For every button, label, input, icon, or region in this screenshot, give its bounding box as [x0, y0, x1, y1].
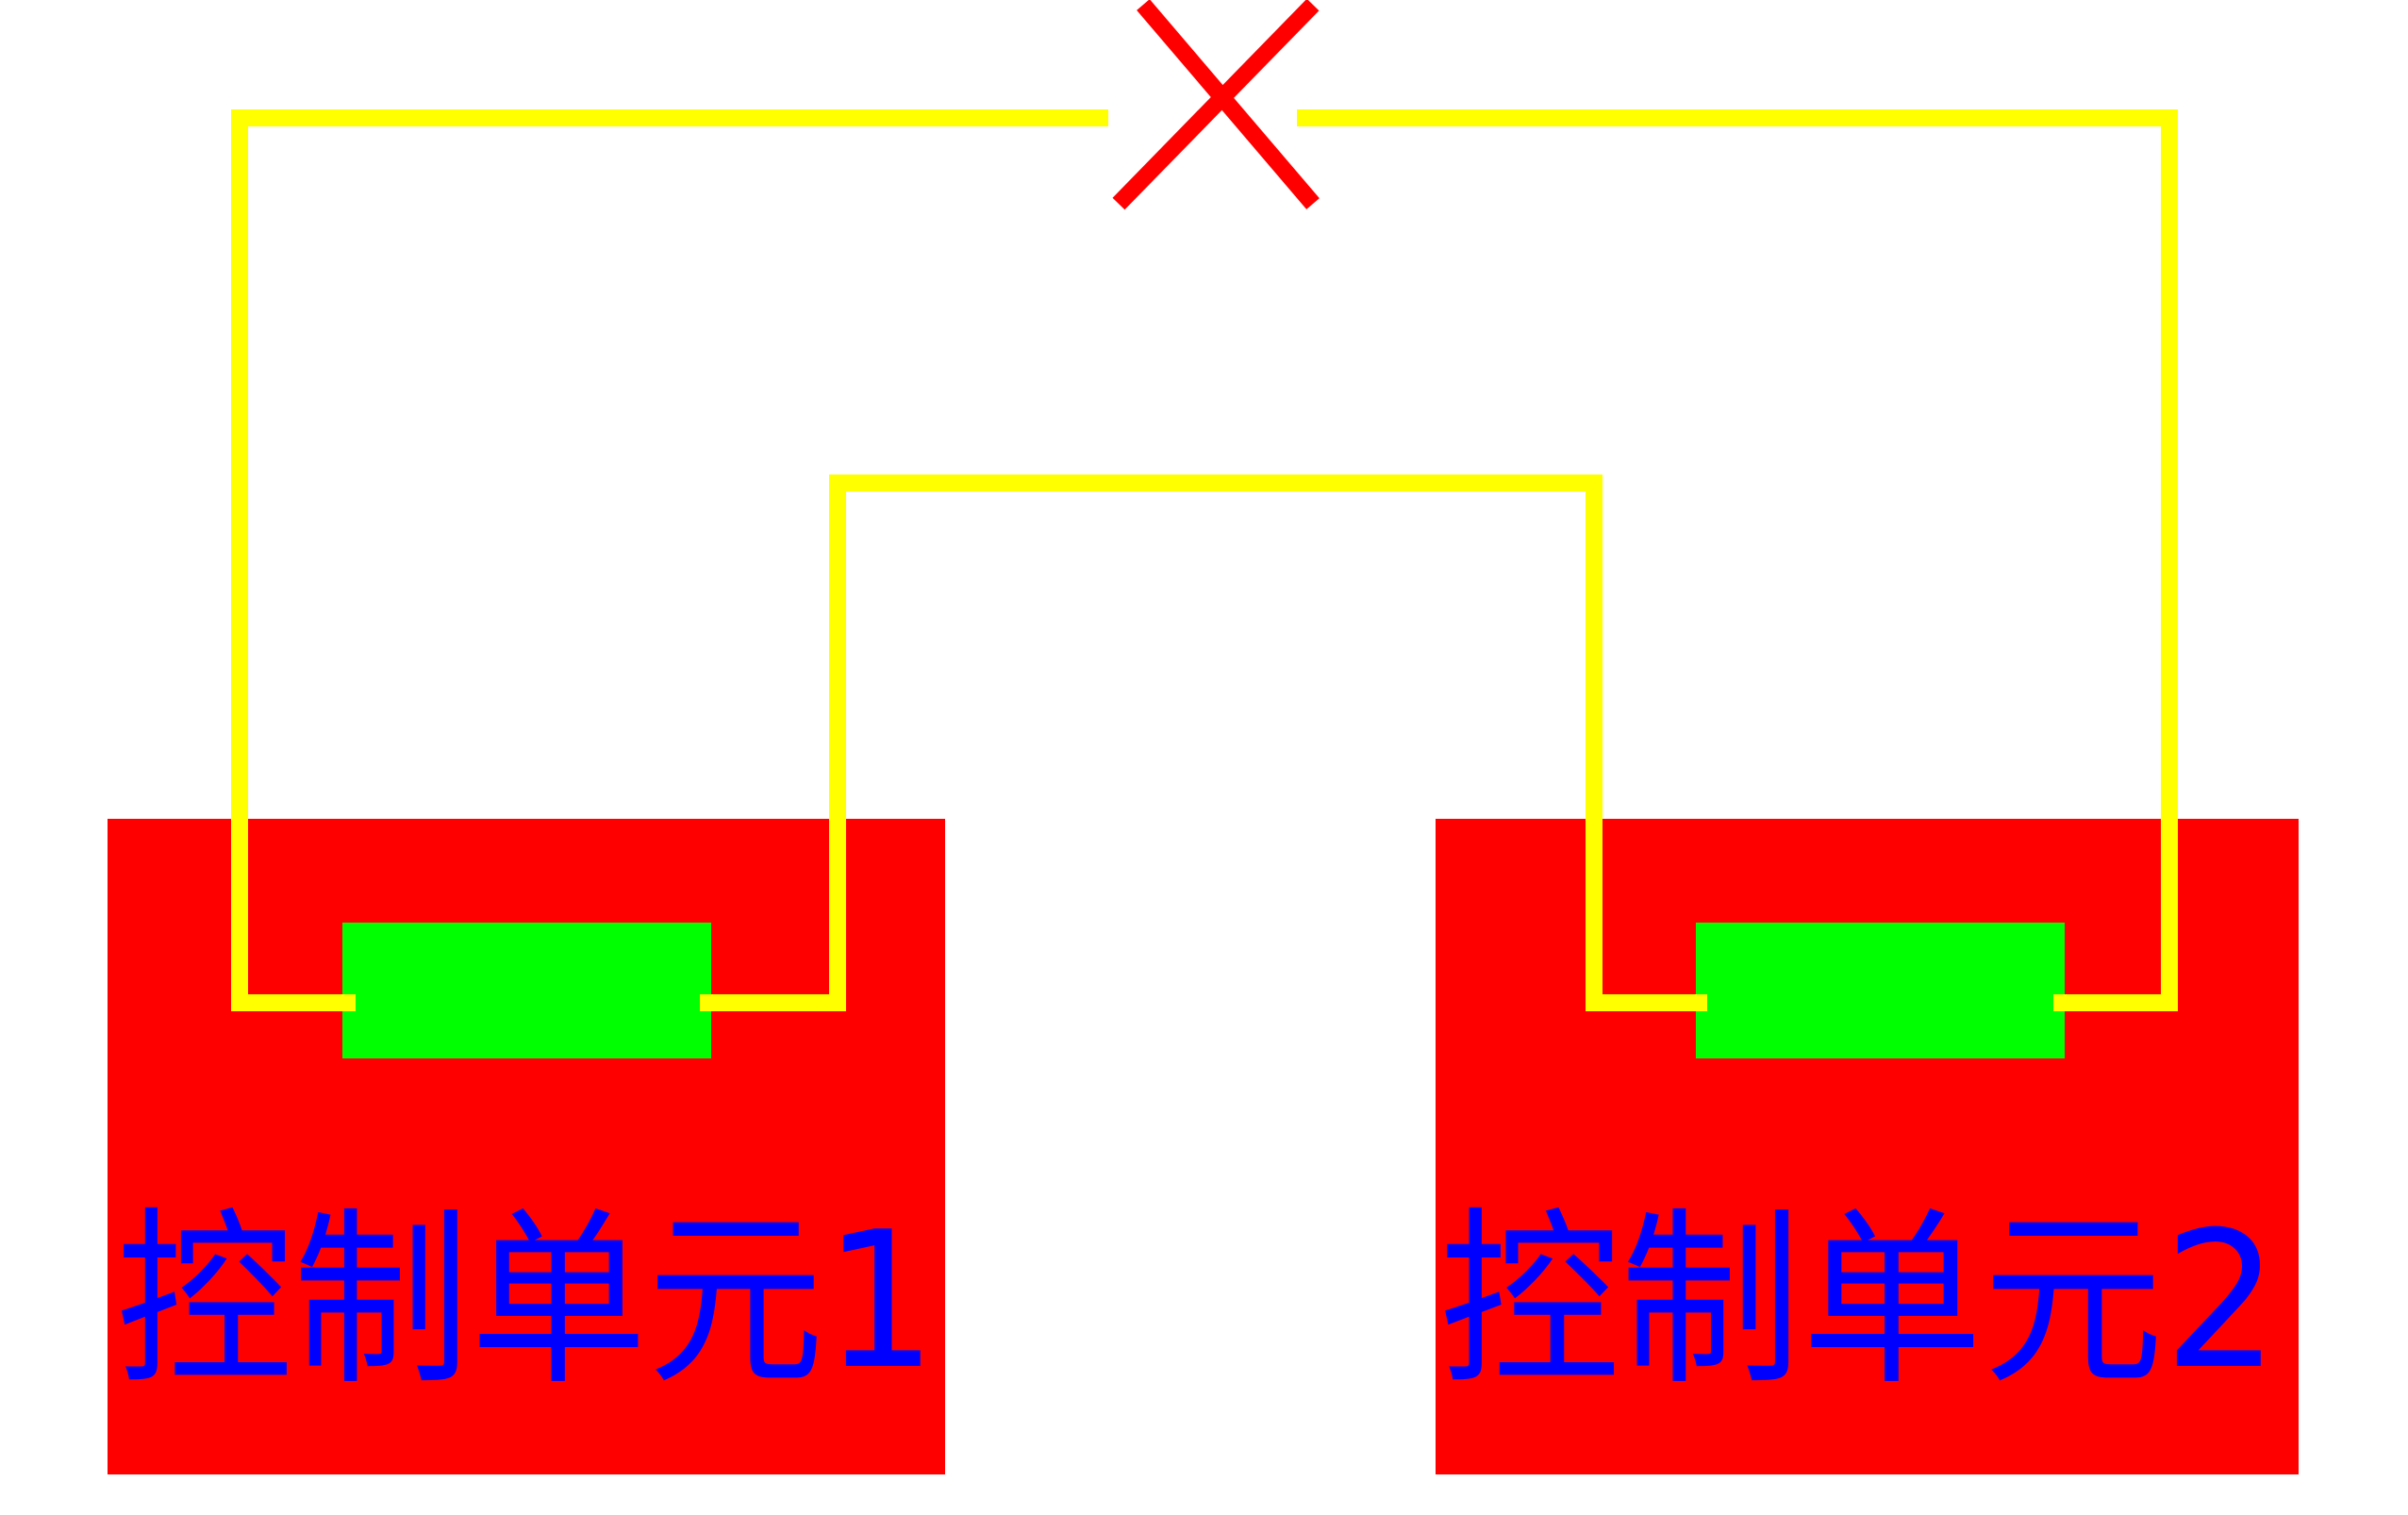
inner-wire [700, 474, 1707, 1011]
outer-wire-left-segment [231, 109, 1108, 1011]
control-unit-2-label: 控制单元2 [1439, 1191, 2279, 1411]
control-unit-2-module [1696, 923, 2065, 1058]
control-unit-1-label: 控制单元1 [116, 1191, 937, 1411]
outer-wire-right-segment [1297, 109, 2178, 1011]
control-unit-2: 控制单元2 [1436, 819, 2299, 1474]
control-unit-1: 控制单元1 [108, 819, 945, 1474]
cross-icon [1112, 0, 1320, 210]
control-unit-1-module [342, 923, 711, 1058]
